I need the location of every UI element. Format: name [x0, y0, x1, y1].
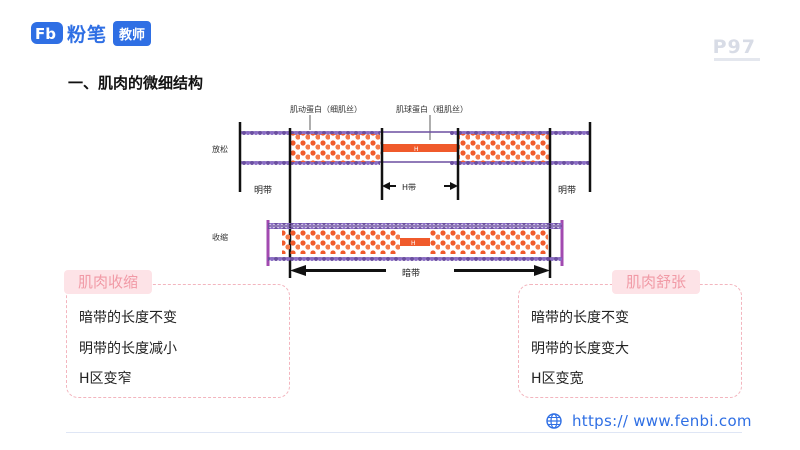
section-title: 一、肌肉的微细结构	[68, 74, 204, 92]
label-h-bottom: H	[411, 240, 416, 247]
svg-text:Fb: Fb	[35, 25, 56, 43]
label-light-band-right: 明带	[558, 185, 576, 196]
label-dark-band: 暗带	[402, 267, 420, 279]
footer-divider	[66, 432, 742, 433]
relaxation-line-1: 暗带的长度不变	[531, 310, 629, 326]
relaxation-box: 暗带的长度不变 明带的长度变大 H区变宽	[518, 284, 742, 398]
page-number: P97	[712, 36, 756, 58]
contraction-line-2: 明带的长度减小	[79, 341, 177, 357]
relaxed-sarcomere: H	[240, 129, 590, 165]
label-h-band: H带	[402, 183, 416, 192]
label-relaxed: 放松	[212, 144, 228, 154]
contraction-line-1: 暗带的长度不变	[79, 310, 177, 326]
fenbi-logo: Fb 粉笔 教师	[30, 20, 152, 46]
fb-logo-icon: Fb	[31, 22, 63, 44]
contraction-tag: 肌肉收缩	[64, 270, 153, 294]
contraction-line-3: H区变窄	[79, 371, 132, 387]
contraction-box: 暗带的长度不变 明带的长度减小 H区变窄	[66, 284, 290, 398]
label-h-top: H	[414, 146, 419, 153]
footer-url[interactable]: https:// www.fenbi.com	[546, 410, 752, 432]
relaxation-line-3: H区变宽	[531, 371, 584, 387]
page-number-underline	[714, 58, 760, 61]
sarcomere-diagram: 肌动蛋白（细肌丝） 肌球蛋白（粗肌丝） 放松 H 明带 明带 H带 收缩	[212, 104, 592, 279]
contracted-sarcomere: H	[266, 220, 564, 266]
url-text[interactable]: https:// www.fenbi.com	[572, 412, 752, 430]
logo-badge: 教师	[113, 20, 152, 46]
relaxation-line-2: 明带的长度变大	[531, 341, 629, 357]
label-contracted: 收缩	[212, 232, 228, 242]
relaxation-tag: 肌肉舒张	[612, 270, 701, 294]
label-actin: 肌动蛋白（细肌丝）	[290, 104, 362, 114]
logo-brand-text: 粉笔	[67, 23, 108, 46]
label-myosin: 肌球蛋白（粗肌丝）	[396, 104, 468, 114]
label-light-band-left: 明带	[254, 185, 272, 196]
globe-icon	[546, 413, 562, 429]
